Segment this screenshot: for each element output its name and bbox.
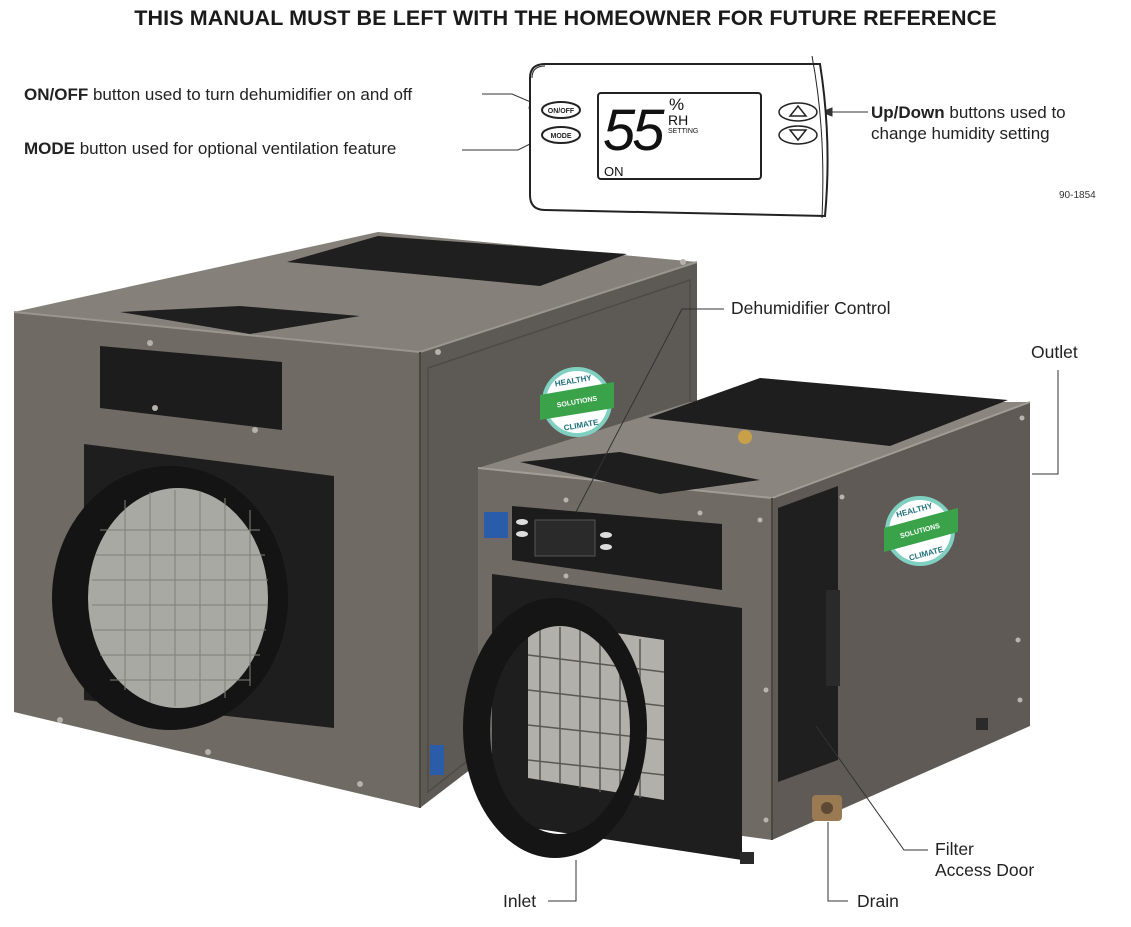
label-filter-line2: Access Door (935, 860, 1035, 880)
manual-notice-title: THIS MANUAL MUST BE LEFT WITH THE HOMEOW… (134, 6, 997, 30)
mode-callout: MODE button used for optional ventilatio… (24, 138, 396, 159)
down-arrow-icon (788, 129, 808, 142)
onoff-callout-bold: ON/OFF (24, 85, 89, 104)
setting-label: SETTING (668, 128, 698, 135)
small-unit-filter-mesh (527, 624, 665, 798)
onoff-callout-text: button used to turn dehumidifier on and … (88, 85, 413, 104)
updown-callout-text1: buttons used to (944, 103, 1066, 122)
label-inlet: Inlet (503, 891, 537, 911)
rh-label: RH (668, 112, 688, 128)
updown-callout: Up/Down buttons used to change humidity … (871, 102, 1066, 144)
label-filter-access-door: Filter Access Door (935, 839, 1034, 881)
status-on-indicator: ON (604, 164, 624, 179)
rh-display (597, 92, 762, 180)
up-arrow-icon (788, 104, 808, 117)
onoff-callout: ON/OFF button used to turn dehumidifier … (24, 84, 412, 105)
label-outlet: Outlet (1031, 342, 1078, 362)
label-dehumidifier-control: Dehumidifier Control (731, 298, 891, 318)
control-panel-closeup (529, 55, 829, 219)
label-filter-line1: Filter (935, 839, 974, 859)
up-button[interactable] (778, 102, 818, 122)
mode-callout-text: button used for optional ventilation fea… (75, 139, 397, 158)
down-button[interactable] (778, 125, 818, 145)
onoff-button-label: ON/OFF (548, 108, 575, 115)
part-number: 90-1854 (1059, 190, 1096, 201)
rh-setting-value: 55 (603, 98, 665, 163)
healthy-climate-logo-large-unit: SOLUTIONS HEALTHY CLIMATE (540, 367, 614, 437)
filter-access-door (778, 486, 838, 782)
small-dehumidifier-unit (463, 378, 1031, 864)
label-drain: Drain (857, 891, 899, 911)
onoff-button[interactable]: ON/OFF (541, 101, 581, 119)
rh-unit-percent: % (669, 95, 684, 114)
updown-callout-text2: change humidity setting (871, 124, 1050, 143)
mode-button[interactable]: MODE (541, 126, 581, 144)
large-unit-filter-mesh (92, 490, 268, 706)
mode-button-label: MODE (551, 133, 572, 140)
healthy-climate-logo-small-unit: SOLUTIONS HEALTHY CLIMATE (884, 496, 958, 566)
mode-callout-bold: MODE (24, 139, 75, 158)
updown-callout-bold: Up/Down (871, 103, 945, 122)
product-leader-lines (548, 308, 1059, 902)
